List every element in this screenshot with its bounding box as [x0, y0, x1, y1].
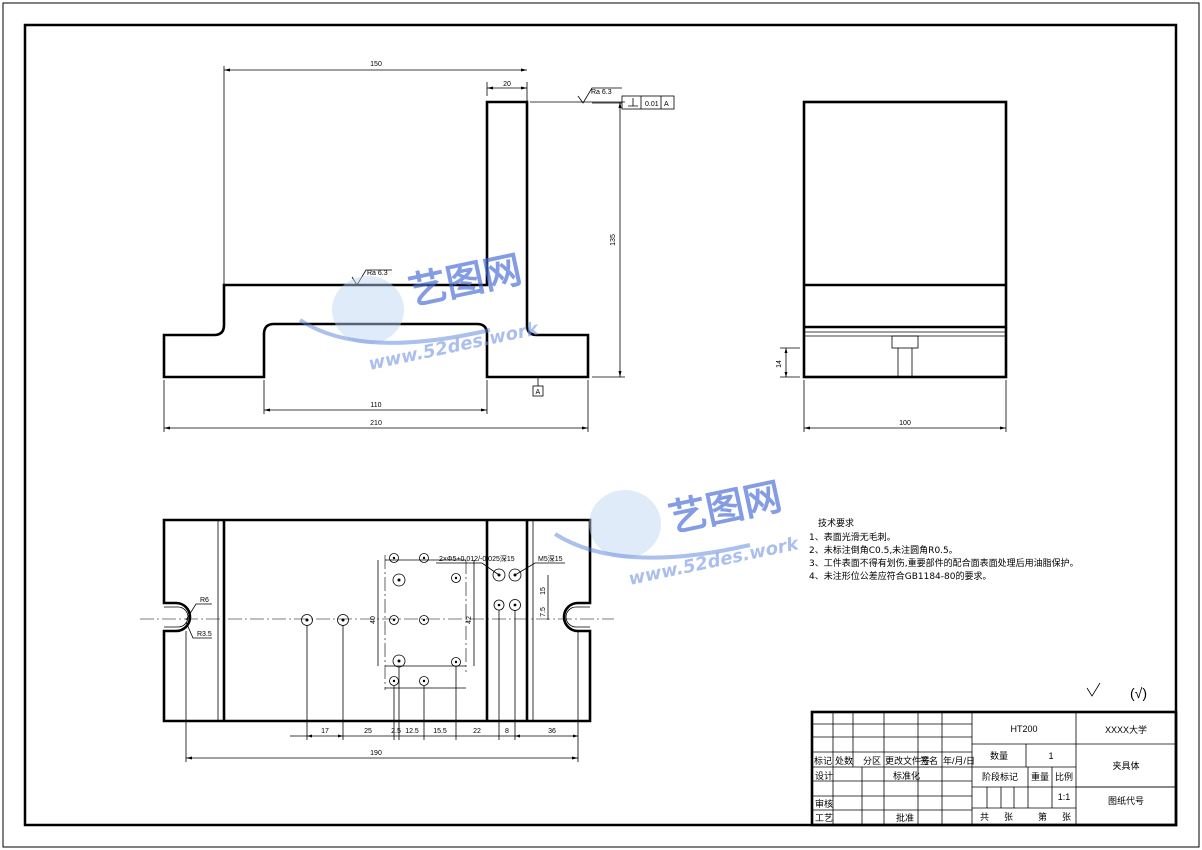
watermark-1: 艺图网 www.52des.work [298, 247, 541, 375]
roughness-symbol-top: Ra 6.3 [577, 87, 622, 104]
tb-sheet-unit: 张 [1004, 812, 1013, 822]
technical-notes: 技术要求 1、表面光滑无毛刺。 2、未标注倒角C0.5,未注圆角R0.5。 3、… [809, 517, 1079, 582]
tb-rev-zone: 分区 [863, 756, 881, 766]
dim-42: 42 [466, 616, 473, 624]
tb-drawing-no: 图纸代号 [1108, 795, 1144, 806]
datum-symbol: A [532, 377, 544, 397]
general-roughness: (√) [1086, 682, 1147, 701]
top-view-outline [162, 518, 592, 723]
top-view: R6 R3.5 2×Φ5+0.012/-0.025深15 M5深15 40 42… [140, 518, 614, 762]
tb-weight-label: 重量 [1031, 771, 1049, 782]
tb-school: XXXX大学 [1105, 724, 1147, 735]
tb-rev-count: 处数 [835, 755, 853, 766]
dim-12-5: 12.5 [405, 728, 419, 735]
tolerance-value: 0.01 [645, 101, 659, 108]
front-view: 150 20 135 110 210 Ra 6.3 0.01 A [162, 61, 675, 432]
dim-150: 150 [370, 61, 382, 68]
dim-17: 17 [321, 728, 329, 735]
dim-2-5: 2.5 [391, 728, 401, 735]
tb-approve: 批准 [896, 812, 914, 823]
side-view: 14 100 [776, 100, 1008, 432]
note-4: 4、未注形位公差应符合GB1184-80的要求。 [809, 570, 991, 582]
tb-standard: 标准化 [893, 770, 920, 781]
front-view-outline [162, 100, 590, 379]
tb-quantity-label: 数量 [990, 750, 1008, 761]
inner-border [23, 23, 1178, 827]
datum-label: A [536, 389, 541, 396]
dim-14: 14 [776, 360, 783, 368]
watermark-1-brand: 艺图网 [405, 247, 526, 314]
watermark-2-brand: 艺图网 [665, 474, 786, 541]
roughness-symbol-mid: Ra 6.3 [351, 269, 392, 286]
dim-100: 100 [899, 420, 911, 427]
dim-25: 25 [364, 728, 372, 735]
tb-rev-doc: 更改文件号 [885, 755, 930, 766]
watermark-2: 艺图网 www.52des.work [553, 474, 801, 590]
note-3: 3、工件表面不得有划伤,重要部件的配合面表面处理后用油脂保护。 [809, 557, 1079, 569]
tb-material: HT200 [1010, 724, 1037, 734]
dim-36: 36 [548, 728, 556, 735]
tb-design: 设计 [815, 770, 833, 781]
tb-part-name: 夹具体 [1112, 760, 1139, 771]
dim-210: 210 [370, 420, 382, 427]
dim-8: 8 [505, 728, 509, 735]
tb-rev-mark: 标记 [814, 755, 832, 766]
dim-135: 135 [610, 234, 617, 246]
dim-190: 190 [370, 750, 382, 757]
dim-75: 7.5 [540, 607, 547, 617]
dim-22: 22 [473, 728, 481, 735]
tb-stage-label: 阶段标记 [982, 771, 1018, 782]
dim-r35: R3.5 [197, 631, 212, 638]
note-2: 2、未标注倒角C0.5,未注圆角R0.5。 [809, 544, 958, 556]
roughness-label-mid: Ra 6.3 [367, 270, 388, 277]
title-block: 标记 处数 分区 更改文件号 签名 年/月/日 设计 标准化 审核 工艺 批准 … [810, 710, 1178, 827]
dim-20: 20 [503, 81, 511, 88]
general-roughness-label: (√) [1130, 685, 1147, 701]
tb-sheet-total: 共 [980, 812, 989, 822]
roughness-label-top: Ra 6.3 [591, 89, 612, 96]
dim-15-5: 15.5 [433, 728, 447, 735]
tolerance-frame: 0.01 A [592, 95, 675, 110]
notes-title: 技术要求 [818, 517, 854, 529]
tb-process: 工艺 [815, 813, 833, 823]
tb-rev-sign: 签名 [920, 755, 938, 766]
tolerance-datum: A [664, 101, 669, 108]
tb-sheet-unit2: 张 [1062, 812, 1071, 822]
tb-scale-value: 1:1 [1058, 792, 1071, 802]
hole-callout: 2×Φ5+0.012/-0.025深15 [439, 554, 515, 563]
dim-r6: R6 [200, 597, 209, 604]
tb-sheet-no: 第 [1038, 811, 1047, 822]
tb-check: 审核 [815, 798, 833, 809]
thread-callout: M5深15 [538, 554, 563, 563]
note-1: 1、表面光滑无毛刺。 [809, 531, 896, 543]
dim-15v: 15 [540, 587, 547, 595]
side-view-outline [802, 100, 1008, 379]
dim-40: 40 [370, 616, 377, 624]
tb-scale-label: 比例 [1055, 771, 1073, 782]
tb-rev-date: 年/月/日 [943, 755, 975, 766]
dim-110: 110 [370, 402, 381, 409]
tb-quantity-value: 1 [1048, 751, 1053, 761]
